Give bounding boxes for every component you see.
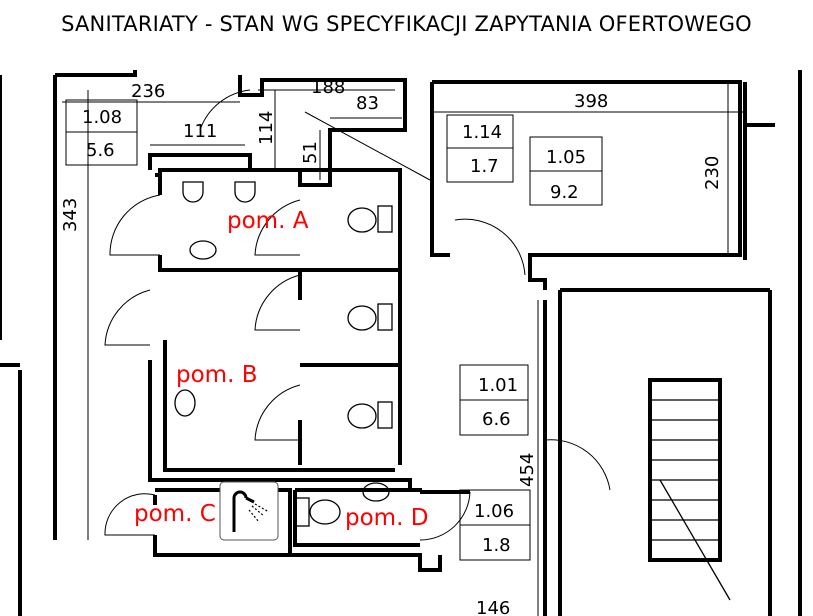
- room-number: 1.06: [474, 501, 514, 522]
- room-area: 9.2: [550, 182, 579, 203]
- dimension-lines: [62, 82, 745, 616]
- walls: [0, 70, 802, 616]
- label-pom-c: pom. C: [134, 501, 216, 527]
- dimension-83: 83: [356, 93, 379, 114]
- door-swings: [104, 89, 611, 541]
- dimension-146: 146: [476, 598, 510, 616]
- sink-icon: [362, 482, 390, 502]
- room-area: 5.6: [86, 140, 115, 161]
- room-number: 1.14: [462, 122, 502, 143]
- sink-icon: [189, 240, 217, 260]
- dimension-114: 114: [256, 111, 277, 145]
- dimension-343: 343: [60, 198, 81, 232]
- dimension-51: 51: [300, 141, 321, 164]
- room-number: 1.05: [546, 147, 586, 168]
- dimension-236: 236: [131, 81, 165, 102]
- toilet-icon: [347, 303, 393, 331]
- shower-icon: [219, 481, 279, 541]
- fixtures: [174, 181, 393, 541]
- room-area: 6.6: [482, 409, 511, 430]
- dimension-398: 398: [574, 91, 608, 112]
- stairs: [650, 399, 731, 601]
- label-pom-b: pom. B: [176, 362, 257, 388]
- toilet-icon: [347, 205, 393, 233]
- urinal-icon: [234, 181, 256, 203]
- room-boxes: [65, 99, 603, 561]
- dimension-230: 230: [702, 156, 723, 190]
- toilet-icon: [347, 401, 393, 429]
- plan-title: SANITARIATY - STAN WG SPECYFIKACJI ZAPYT…: [61, 12, 752, 36]
- toilet-icon: [294, 497, 341, 527]
- label-pom-d: pom. D: [345, 505, 428, 531]
- dimension-111: 111: [183, 121, 217, 142]
- room-area: 1.7: [470, 156, 499, 177]
- dimension-454: 454: [517, 453, 538, 487]
- sink-icon: [174, 389, 196, 417]
- dimension-188: 188: [311, 77, 345, 98]
- label-pom-a: pom. A: [227, 208, 309, 234]
- urinal-icon: [182, 181, 204, 203]
- room-area: 1.8: [482, 535, 511, 556]
- room-number: 1.08: [82, 107, 122, 128]
- room-number: 1.01: [478, 375, 518, 396]
